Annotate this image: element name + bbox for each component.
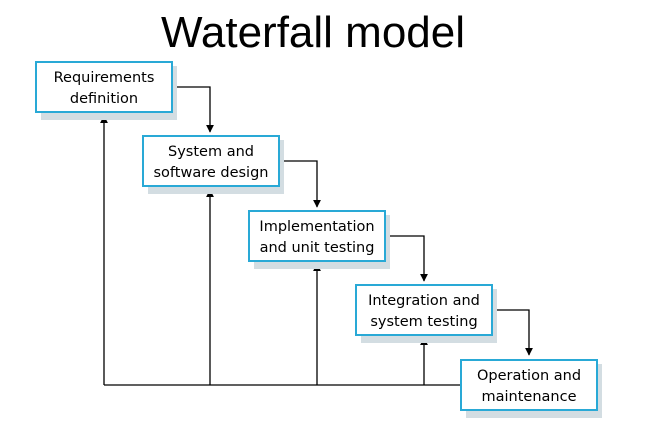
stage-label-line1: Operation and xyxy=(477,368,581,384)
stage-box-frame xyxy=(460,359,598,411)
stage-label-line2: definition xyxy=(70,91,138,107)
forward-arrow-implementation-to-integration xyxy=(385,235,428,282)
stage-box-frame xyxy=(35,61,173,113)
stage-box-frame xyxy=(142,135,280,187)
stage-label-line1: Implementation xyxy=(259,219,374,235)
stage-box-operation: Operation and maintenance xyxy=(460,359,602,418)
stage-label-line1: System and xyxy=(168,144,254,160)
stage-box-integration: Integration and system testing xyxy=(355,284,497,343)
stage-label-line2: maintenance xyxy=(482,389,577,405)
stage-box-frame xyxy=(355,284,493,336)
connector-lines xyxy=(100,86,533,386)
stage-box-frame xyxy=(248,210,386,262)
forward-arrow-design-to-implementation xyxy=(278,160,321,208)
stage-label-line1: Requirements xyxy=(54,70,155,86)
stage-label-line2: and unit testing xyxy=(260,240,375,256)
stage-box-implementation: Implementation and unit testing xyxy=(248,210,390,269)
stage-label-line2: software design xyxy=(154,165,269,181)
stage-box-requirements: Requirements definition xyxy=(35,61,177,120)
stage-box-system-design: System and software design xyxy=(142,135,284,194)
stage-label-line1: Integration and xyxy=(368,293,480,309)
page-title: Waterfall model xyxy=(161,8,465,57)
forward-arrow-requirements-to-design xyxy=(172,86,214,133)
stage-label-line2: system testing xyxy=(370,314,477,330)
forward-arrow-integration-to-operation xyxy=(492,309,533,356)
